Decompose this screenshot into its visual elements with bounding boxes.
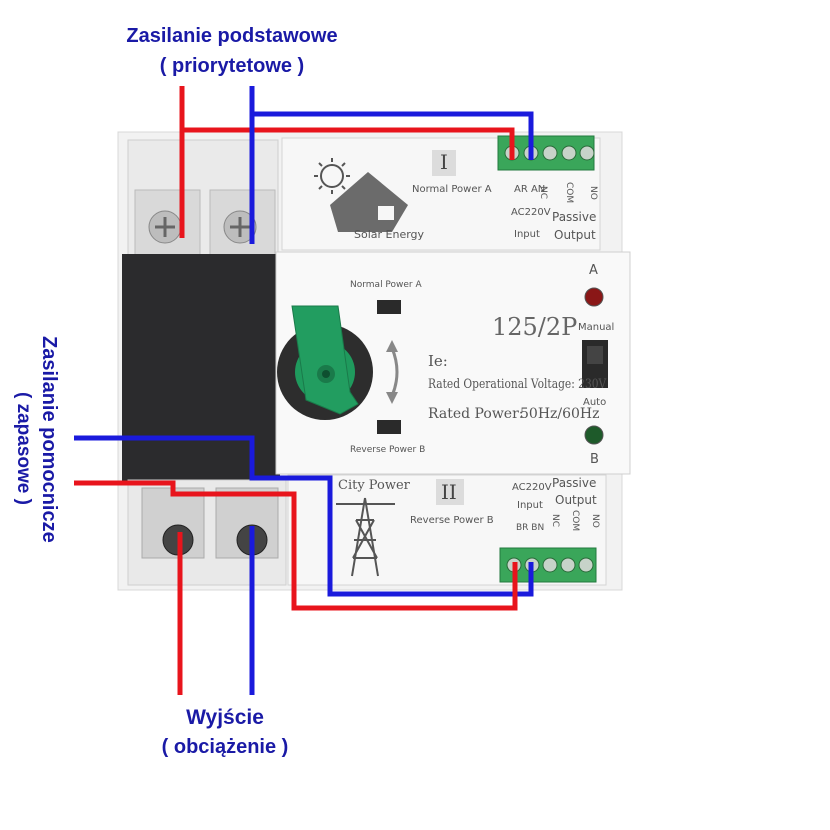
upper-top-terminal-screw-3 — [542, 145, 558, 161]
bottom-passive: Passive — [552, 476, 597, 490]
rated-power-value: 50Hz/60Hz — [520, 406, 600, 422]
rated-voltage: Rated Operational Voltage: 230V — [428, 377, 607, 392]
top-no: NO — [588, 186, 598, 200]
top-input: Input — [514, 229, 540, 240]
lower-green-terminal-screw-3 — [542, 557, 558, 573]
city-power-label: City Power — [338, 478, 410, 493]
rotation-arrow-icon — [390, 347, 399, 397]
top-output: Output — [554, 228, 596, 242]
upper-top-terminal-screw-4 — [561, 145, 577, 161]
primary-supply-label: Zasilanie podstawowe — [126, 25, 338, 47]
model-number: 125/2P — [492, 313, 578, 341]
reverse-power-b-panel: Reverse Power B — [350, 445, 426, 455]
auto-label: Auto — [583, 397, 607, 408]
breaker-dark-body — [122, 254, 280, 482]
bottom-com: COM — [570, 510, 580, 532]
bottom-ac220v: AC220V — [512, 482, 552, 493]
normal-power-a-panel: Normal Power A — [350, 280, 422, 290]
solar-energy-label: Solar Energy — [354, 228, 425, 241]
upper-top-terminal-screw-5 — [579, 145, 595, 161]
bottom-output: Output — [555, 493, 597, 507]
backup-supply-phase-wire — [74, 480, 518, 611]
top-ac220v: AC220V — [511, 207, 551, 218]
rated-power-label: Rated Power: — [428, 406, 524, 422]
output-label: Wyjście — [186, 706, 264, 729]
rotary-handle[interactable] — [277, 305, 373, 420]
reverse-power-b-lower: Reverse Power B — [410, 515, 494, 526]
indicator-b-lamp — [584, 425, 604, 445]
top-passive: Passive — [552, 210, 597, 224]
primary-supply-neutral-wire — [249, 86, 534, 244]
top-nc: NC — [538, 186, 548, 200]
top-com: COM — [564, 182, 574, 204]
roman-ii-box — [436, 479, 464, 505]
position-window-a — [377, 300, 401, 314]
indicator-b-label: B — [590, 452, 599, 467]
city-power-pylon-icon — [336, 497, 395, 577]
ie-label: Ie: — [428, 352, 448, 370]
position-window-b — [377, 420, 401, 434]
solar-energy-icon — [314, 158, 408, 232]
lower-green-terminal-screw-5 — [578, 557, 594, 573]
roman-i: I — [440, 150, 448, 174]
top-ar-an: AR AN — [514, 184, 546, 195]
backup-supply-neutral-wire — [74, 435, 534, 597]
bottom-br-bn: BR BN — [516, 523, 545, 533]
output-sublabel: ( obciążenie ) — [161, 736, 289, 758]
indicator-a-label: A — [589, 263, 598, 278]
indicator-a-lamp — [584, 287, 604, 307]
primary-supply-sublabel: ( priorytetowe ) — [159, 55, 305, 77]
normal-power-a-top: Normal Power A — [412, 184, 492, 195]
roman-i-box — [432, 150, 456, 176]
roman-ii: II — [441, 480, 457, 504]
bottom-nc: NC — [550, 514, 560, 528]
bottom-input: Input — [517, 500, 543, 511]
bottom-no: NO — [590, 514, 600, 528]
primary-supply-phase-wire — [179, 86, 515, 238]
lower-green-terminal-screw-4 — [560, 557, 576, 573]
manual-label: Manual — [578, 322, 615, 333]
